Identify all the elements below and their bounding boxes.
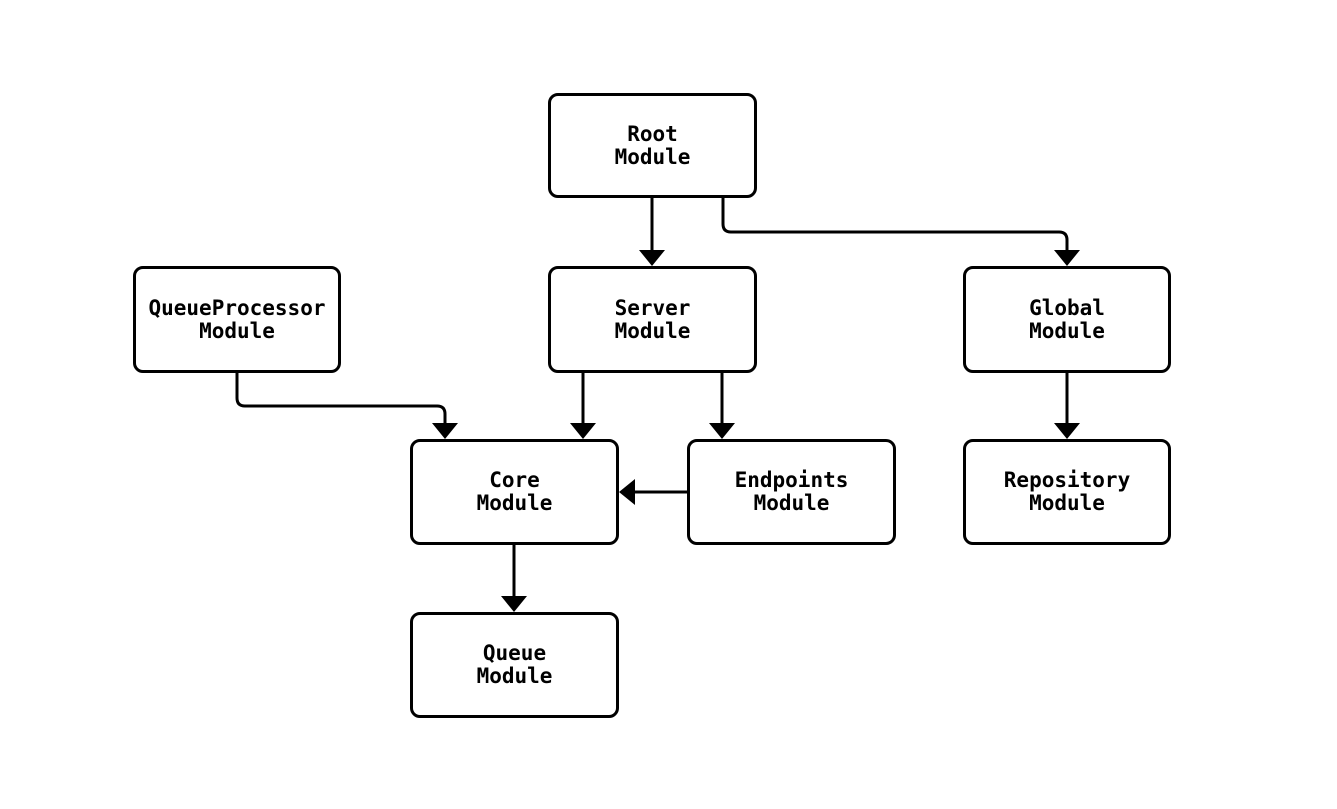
node-label-line: Module xyxy=(753,491,830,515)
arrowhead-server-to-endpoints xyxy=(709,423,735,439)
node-label-line: Repository xyxy=(1003,468,1131,492)
node-label-line: Module xyxy=(614,144,691,169)
node-label-line: Server xyxy=(614,295,691,320)
arrowhead-endpoints-to-core xyxy=(619,479,635,505)
node-label-line: QueueProcessor xyxy=(148,295,326,320)
node-label-line: Module xyxy=(199,318,275,343)
arrowhead-global-to-repository xyxy=(1054,423,1080,439)
node-label-line: Endpoints xyxy=(734,468,849,492)
node-label-line: Module xyxy=(476,664,553,688)
node-label-line: Core xyxy=(489,468,540,492)
arrowhead-server-to-core xyxy=(570,423,596,439)
node-label-line: Module xyxy=(614,318,691,343)
node-label-line: Global xyxy=(1029,295,1105,320)
arrowhead-root-to-server xyxy=(639,250,665,266)
node-label-line: Module xyxy=(1029,318,1105,343)
arrowhead-queue-processor-to-core xyxy=(432,423,458,439)
edge-root-to-global xyxy=(721,198,1069,252)
edge-queue-processor-to-core xyxy=(235,373,447,425)
node-label-line: Root xyxy=(627,121,678,146)
node-label-line: Module xyxy=(1029,491,1105,515)
arrowhead-core-to-queue xyxy=(501,596,527,612)
node-label-line: Module xyxy=(476,491,553,515)
arrowhead-root-to-global xyxy=(1054,250,1080,266)
node-label-line: Queue xyxy=(482,641,547,665)
